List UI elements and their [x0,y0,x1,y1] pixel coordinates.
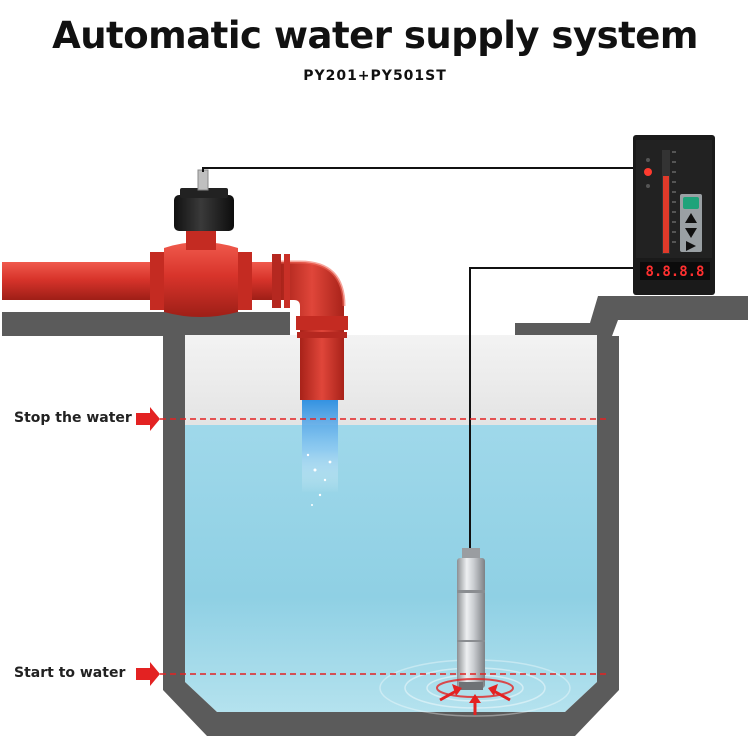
stop-arrow-icon [136,407,160,431]
water-stream [302,398,338,506]
digital-display: 8.8.8.8 [645,264,704,280]
inflow-arrows [436,678,514,715]
up-arrow-icon [685,213,697,223]
level-controller: 8.8.8.8 [633,135,715,295]
water-tank [163,335,619,736]
left-ground-ledge [2,312,290,336]
bar-graph-level [663,176,669,253]
start-water-label: Start to water [14,665,126,681]
tank-water [185,425,597,712]
sensor-cable [469,267,633,550]
function-button [683,197,699,209]
right-arrow-icon [686,241,696,251]
right-ground-ledge [515,296,748,336]
valve-wire [202,167,633,172]
start-arrow-icon [136,662,160,686]
down-arrow-icon [685,228,697,238]
tank-air-space [185,335,597,425]
solenoid-valve [174,169,234,231]
stop-water-label: Stop the water [14,410,132,426]
page-subtitle: PY201+PY501ST [303,68,447,84]
pressure-sensor [457,548,485,690]
status-led [644,168,652,176]
inlet-pipe [2,228,348,400]
page-title: Automatic water supply system [52,14,698,57]
